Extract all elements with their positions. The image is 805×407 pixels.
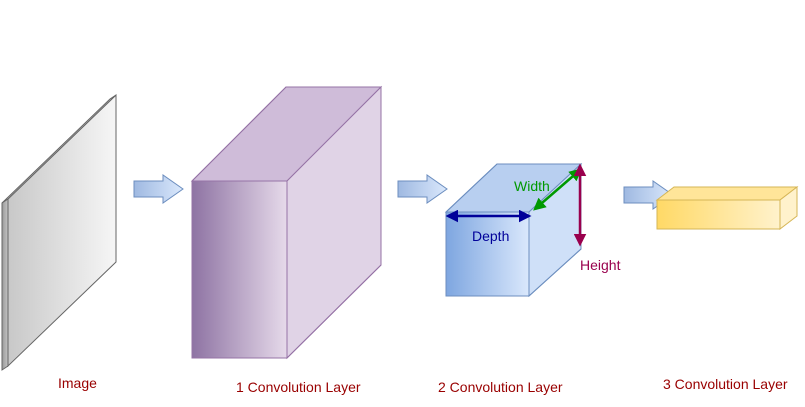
layer-2-caption: 2 Convolution Layer: [438, 379, 563, 395]
layer-1-caption: 1 Convolution Layer: [236, 379, 361, 395]
image-caption: Image: [58, 375, 97, 391]
width-label: Width: [514, 178, 550, 194]
convolution-layer-2-block: [444, 162, 583, 298]
flow-arrow-2: [397, 174, 448, 204]
input-image-slab: [1, 93, 117, 371]
flow-arrow-1: [133, 174, 184, 204]
convolution-layer-1-block: [190, 85, 383, 360]
layer-3-caption: 3 Convolution Layer: [663, 376, 788, 392]
convolution-layer-3-block: [655, 185, 799, 231]
width-dimension-arrow: [533, 168, 582, 211]
height-label: Height: [580, 257, 621, 273]
depth-label: Depth: [472, 228, 509, 244]
